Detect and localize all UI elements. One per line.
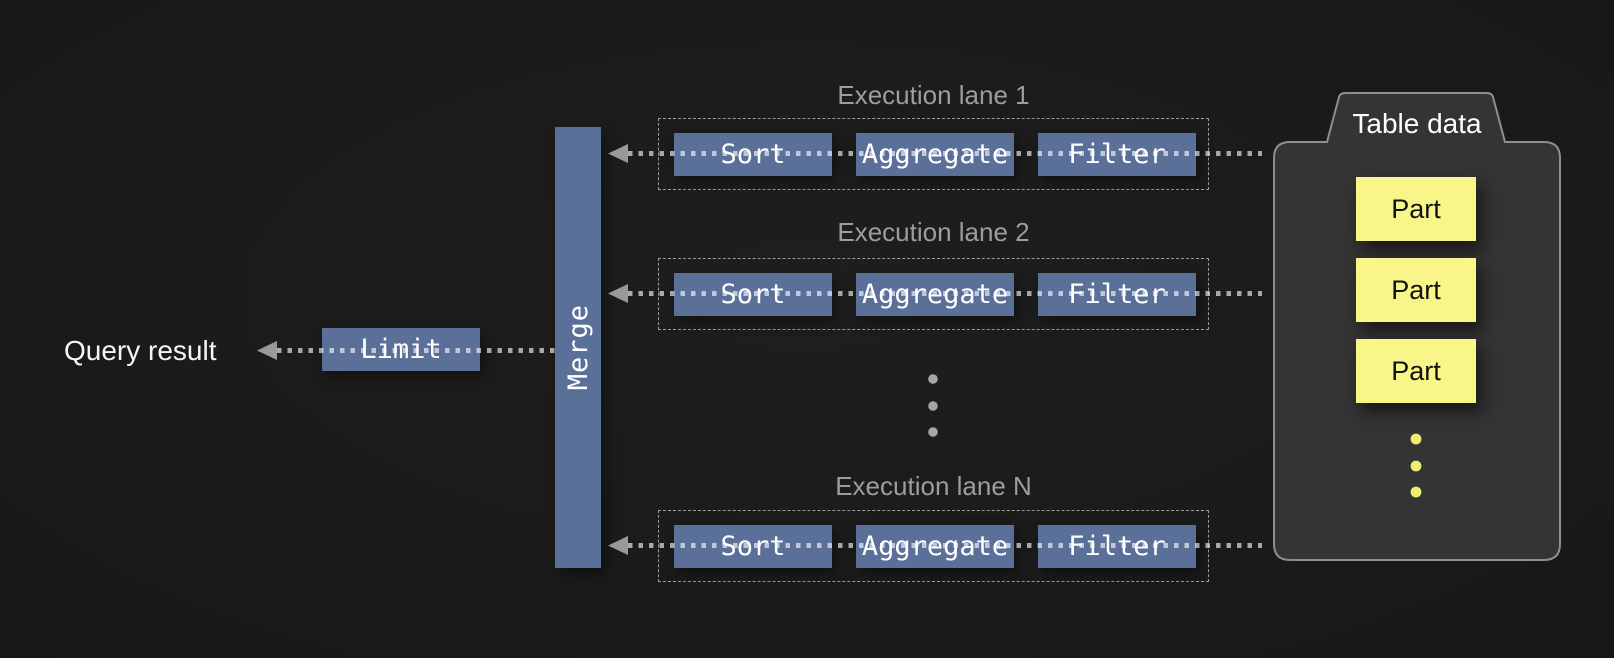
filter-operator-label: Filter xyxy=(1068,279,1166,310)
lane-ellipsis-dot xyxy=(928,427,938,437)
table-data-title: Table data xyxy=(1352,108,1482,139)
part-box: Part xyxy=(1356,177,1476,241)
part-box: Part xyxy=(1356,258,1476,322)
arrow-left-icon xyxy=(608,284,628,303)
merge-operator-bar: Merge xyxy=(555,127,601,568)
sort-operator-box: Sort xyxy=(674,133,832,176)
execution-lane-1: Sort Aggregate Filter xyxy=(658,118,1209,190)
table-data-container xyxy=(1273,92,1561,561)
limit-operator-box: Limit xyxy=(322,328,480,371)
lane-ellipsis-dot xyxy=(928,401,938,411)
aggregate-operator-label: Aggregate xyxy=(861,531,1009,562)
filter-operator-label: Filter xyxy=(1068,531,1166,562)
aggregate-operator-label: Aggregate xyxy=(861,139,1009,170)
execution-lane-1-label: Execution lane 1 xyxy=(837,80,1030,110)
execution-lane-2: Sort Aggregate Filter xyxy=(658,258,1209,330)
filter-operator-box: Filter xyxy=(1038,273,1196,316)
limit-operator-label: Limit xyxy=(360,334,442,365)
aggregate-operator-box: Aggregate xyxy=(856,525,1014,568)
sort-operator-label: Sort xyxy=(720,139,786,170)
arrow-left-icon xyxy=(608,536,628,555)
execution-lane-n: Sort Aggregate Filter xyxy=(658,510,1209,582)
merge-operator-label: Merge xyxy=(562,304,594,391)
lane-ellipsis-dot xyxy=(928,374,938,384)
arrow-left-icon xyxy=(257,341,277,360)
aggregate-operator-box: Aggregate xyxy=(856,133,1014,176)
part-box: Part xyxy=(1356,339,1476,403)
arrow-left-icon xyxy=(608,144,628,163)
sort-operator-box: Sort xyxy=(674,525,832,568)
query-result-label: Query result xyxy=(64,335,217,366)
execution-lane-n-label: Execution lane N xyxy=(835,471,1032,501)
sort-operator-label: Sort xyxy=(720,531,786,562)
aggregate-operator-label: Aggregate xyxy=(861,279,1009,310)
aggregate-operator-box: Aggregate xyxy=(856,273,1014,316)
table-data-outline xyxy=(1273,92,1561,561)
filter-operator-box: Filter xyxy=(1038,133,1196,176)
sort-operator-box: Sort xyxy=(674,273,832,316)
sort-operator-label: Sort xyxy=(720,279,786,310)
filter-operator-box: Filter xyxy=(1038,525,1196,568)
filter-operator-label: Filter xyxy=(1068,139,1166,170)
execution-lane-2-label: Execution lane 2 xyxy=(837,217,1030,247)
